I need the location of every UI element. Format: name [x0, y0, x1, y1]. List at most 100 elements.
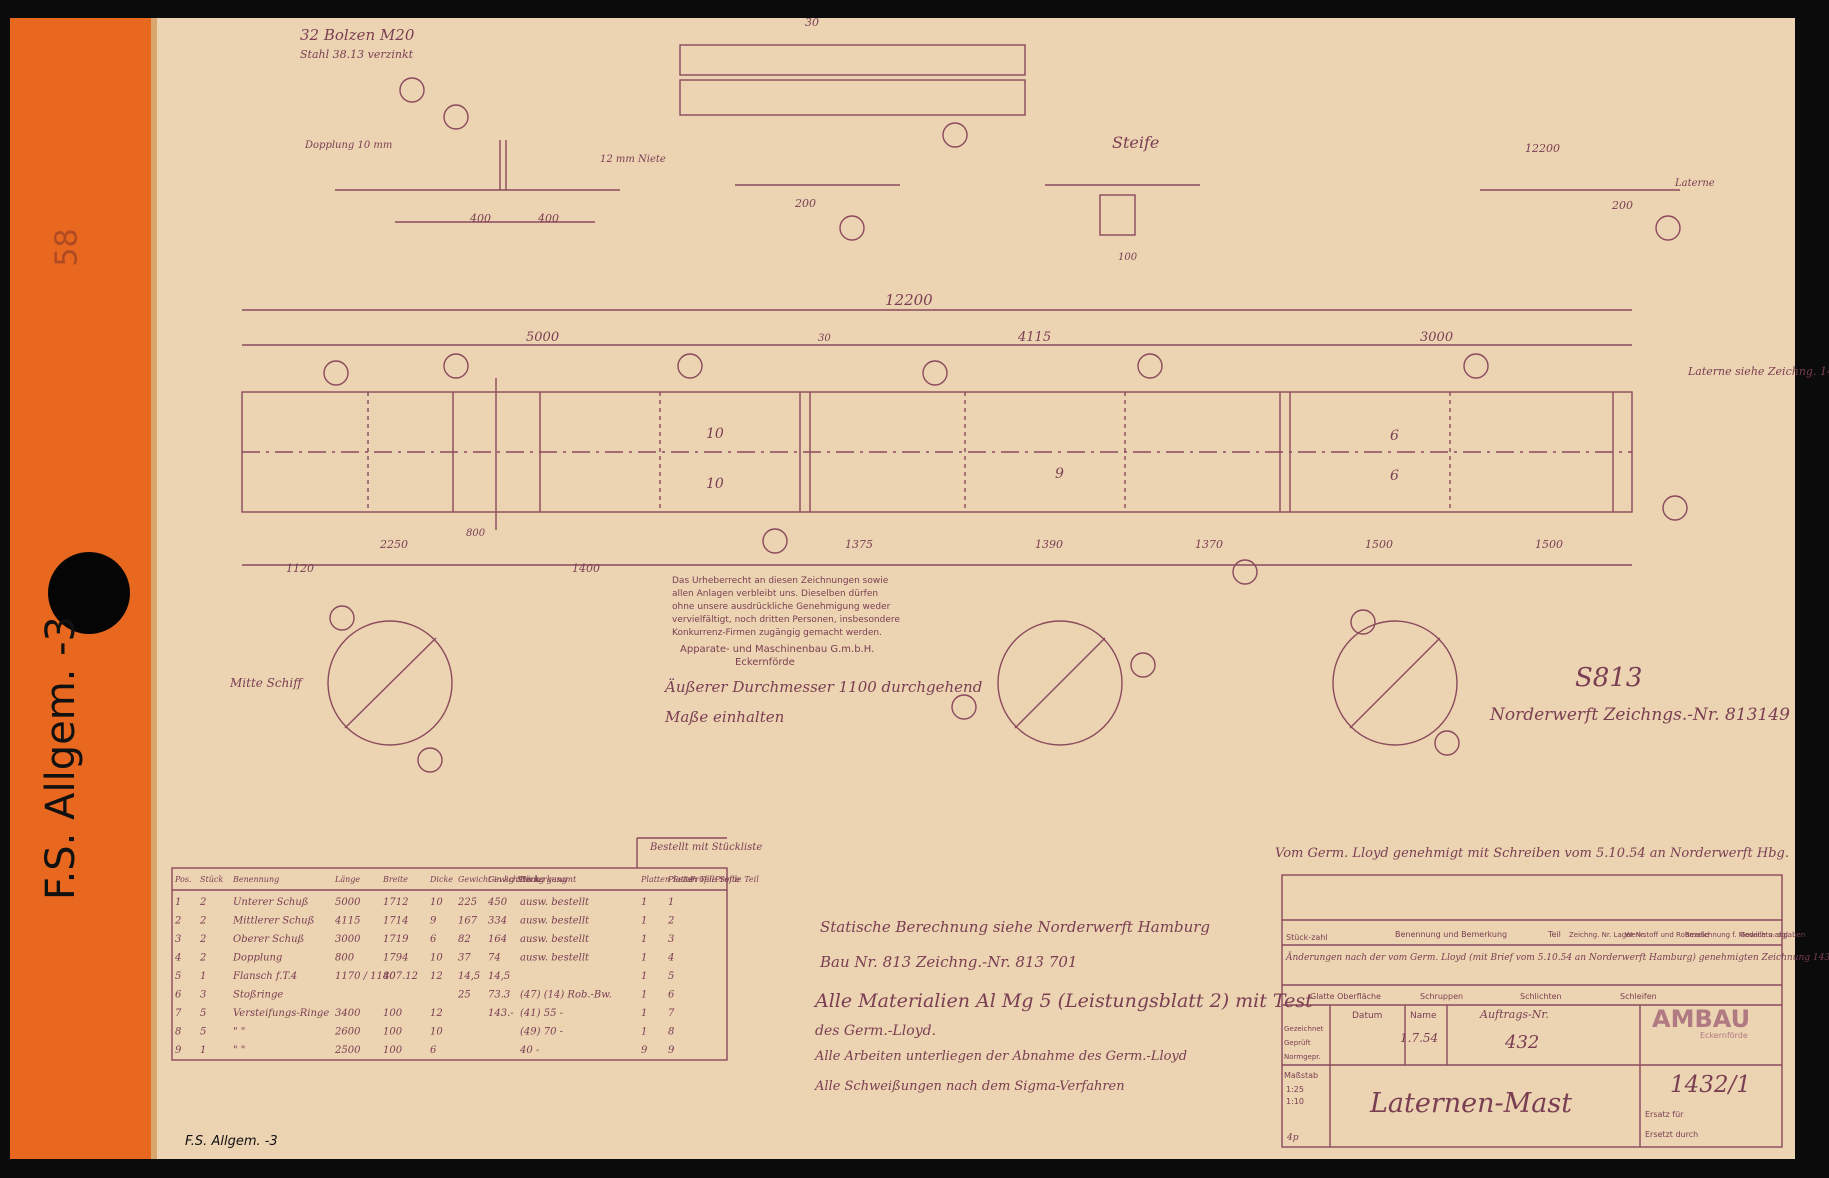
tb-sheet-mark: 4p	[1286, 1133, 1299, 1143]
materials-2: des Germ.-Lloyd.	[815, 1023, 936, 1039]
parts-cell: 450	[487, 897, 508, 908]
tb-surface-4: Schleifen	[1620, 992, 1657, 1001]
parts-cell: 12	[430, 971, 443, 982]
tb-changes: Änderungen nach der vom Germ. Lloyd (mit…	[1285, 951, 1829, 963]
copyright-line-4: vervielfältigt, noch dritten Personen, i…	[672, 615, 900, 625]
tb-replaced-by: Ersetzt durch	[1645, 1130, 1698, 1139]
yard-drawing-no: Norderwerft Zeichngs.-Nr. 813149	[1489, 705, 1790, 725]
parts-cell: 25	[457, 990, 471, 1001]
section-label-6b: 6	[1390, 468, 1399, 484]
parts-cell: 3	[175, 934, 181, 945]
copyright-line-1: Das Urheberrecht an diesen Zeichnungen s…	[672, 576, 889, 586]
keep-dims-note: Maße einhalten	[664, 708, 784, 726]
dim-200-a: 200	[794, 197, 816, 210]
dim-1500-a: 1500	[1365, 538, 1393, 551]
parts-cell: Dopplung	[232, 953, 282, 964]
parts-cell: (41) 55 -	[520, 1008, 564, 1019]
parts-cell: 143.-	[488, 1008, 514, 1019]
tb-scale-label: Maßstab	[1284, 1071, 1318, 1080]
parts-table-group: Bestellt mit Stückliste	[649, 842, 762, 853]
dim-1400: 1400	[572, 562, 600, 575]
parts-cell: 2	[199, 953, 206, 964]
materials-3: Alle Arbeiten unterliegen der Abnahme de…	[814, 1049, 1187, 1064]
parts-cell: 100	[383, 1008, 403, 1019]
static-calc-2: Bau Nr. 813 Zeichng.-Nr. 813 701	[819, 953, 1077, 971]
parts-col-header: Dicke	[429, 875, 453, 884]
tb-col-part: Teil	[1547, 930, 1561, 939]
drawing-code: S813	[1575, 663, 1642, 693]
parts-cell: 5	[668, 971, 674, 982]
parts-cell: 1	[668, 897, 674, 908]
parts-cell: ausw. bestellt	[520, 953, 590, 964]
steel-note: Stahl 38.13 verzinkt	[300, 48, 414, 61]
section-label-10a: 10	[706, 426, 724, 442]
parts-cell: 40 -	[519, 1045, 540, 1056]
dim-30-top: 30	[805, 16, 819, 29]
parts-cell: 100	[383, 1045, 403, 1056]
parts-cell: 334	[488, 916, 507, 927]
parts-cell: Unterer Schuß	[233, 897, 308, 908]
dim-1390: 1390	[1035, 538, 1063, 551]
parts-cell: 225	[457, 897, 477, 908]
parts-cell: (49) 70 -	[520, 1027, 564, 1038]
parts-cell: ausw. bestellt	[520, 897, 590, 908]
dim-400-b: 400	[537, 212, 559, 225]
parts-cell: 100	[383, 1027, 403, 1038]
parts-cell: 9	[430, 916, 437, 927]
parts-cell: 8	[175, 1027, 181, 1038]
tb-replacement-for: Ersatz für	[1645, 1110, 1684, 1119]
parts-cell: 1	[641, 1008, 647, 1019]
parts-cell: 1170 / 1180	[335, 971, 396, 982]
parts-cell: 12	[430, 1008, 443, 1019]
parts-cell: 37	[458, 953, 471, 964]
parts-cell: 3000	[335, 934, 361, 945]
parts-cell: 6	[175, 990, 182, 1001]
parts-cell: 1	[200, 1045, 206, 1056]
tb-drawn: Gezeichnet	[1284, 1025, 1324, 1033]
parts-cell: 1	[641, 971, 647, 982]
parts-cell: 2500	[334, 1045, 361, 1056]
parts-cell: 14,5	[488, 971, 510, 982]
parts-cell: Mittlerer Schuß	[232, 916, 314, 927]
parts-col-header: Benennung	[232, 875, 279, 884]
parts-cell: 2	[199, 916, 206, 927]
parts-cell: 1	[641, 953, 647, 964]
parts-cell: ausw. bestellt	[520, 916, 590, 927]
parts-cell: 2	[174, 916, 181, 927]
callout-5	[443, 104, 469, 130]
parts-cell: Versteifungs-Ringe	[233, 1008, 329, 1019]
parts-cell: 5	[175, 971, 181, 982]
tb-col-name: Benennung und Bemerkung	[1395, 930, 1507, 939]
parts-cell: 1719	[383, 934, 409, 945]
section-3	[1332, 620, 1458, 746]
segment-upper: 3000	[1420, 330, 1453, 345]
parts-cell: 1	[175, 897, 181, 908]
parts-cell: 1712	[383, 897, 408, 908]
parts-cell: 4115	[334, 916, 360, 927]
static-calc-1: Statische Berechnung siehe Norderwerft H…	[820, 918, 1210, 936]
parts-cell: 1	[641, 1027, 647, 1038]
parts-cell: 6	[430, 934, 437, 945]
copyright-line-5: Konkurrenz-Firmen zugängig gemacht werde…	[672, 628, 882, 638]
parts-cell: ausw. bestellt	[520, 934, 590, 945]
tb-date-value: 1.7.54	[1400, 1031, 1438, 1045]
overall-length: 12200	[885, 291, 933, 309]
section-2	[997, 620, 1123, 746]
parts-cell: 5	[200, 1027, 206, 1038]
parts-cell: 4	[667, 953, 674, 964]
dim-800: 800	[466, 528, 486, 539]
dim-1500-b: 1500	[1535, 538, 1563, 551]
section-label-10b: 10	[706, 476, 724, 492]
parts-cell: 6	[668, 990, 675, 1001]
parts-cell: 1	[641, 897, 647, 908]
drawing-title: Laternen-Mast	[1369, 1088, 1572, 1119]
tb-order-number: 432	[1504, 1032, 1539, 1053]
copyright-company: Apparate- und Maschinenbau G.m.b.H.	[680, 644, 874, 655]
parts-cell: 82	[458, 934, 471, 945]
tb-col-drawing: Zeichng. Nr. Lager Nr.	[1569, 931, 1645, 939]
parts-cell: 9	[641, 1045, 648, 1056]
parts-cell: 10	[430, 1027, 443, 1038]
parts-cell: 9	[668, 1045, 675, 1056]
tb-name-header: Name	[1410, 1011, 1437, 1021]
